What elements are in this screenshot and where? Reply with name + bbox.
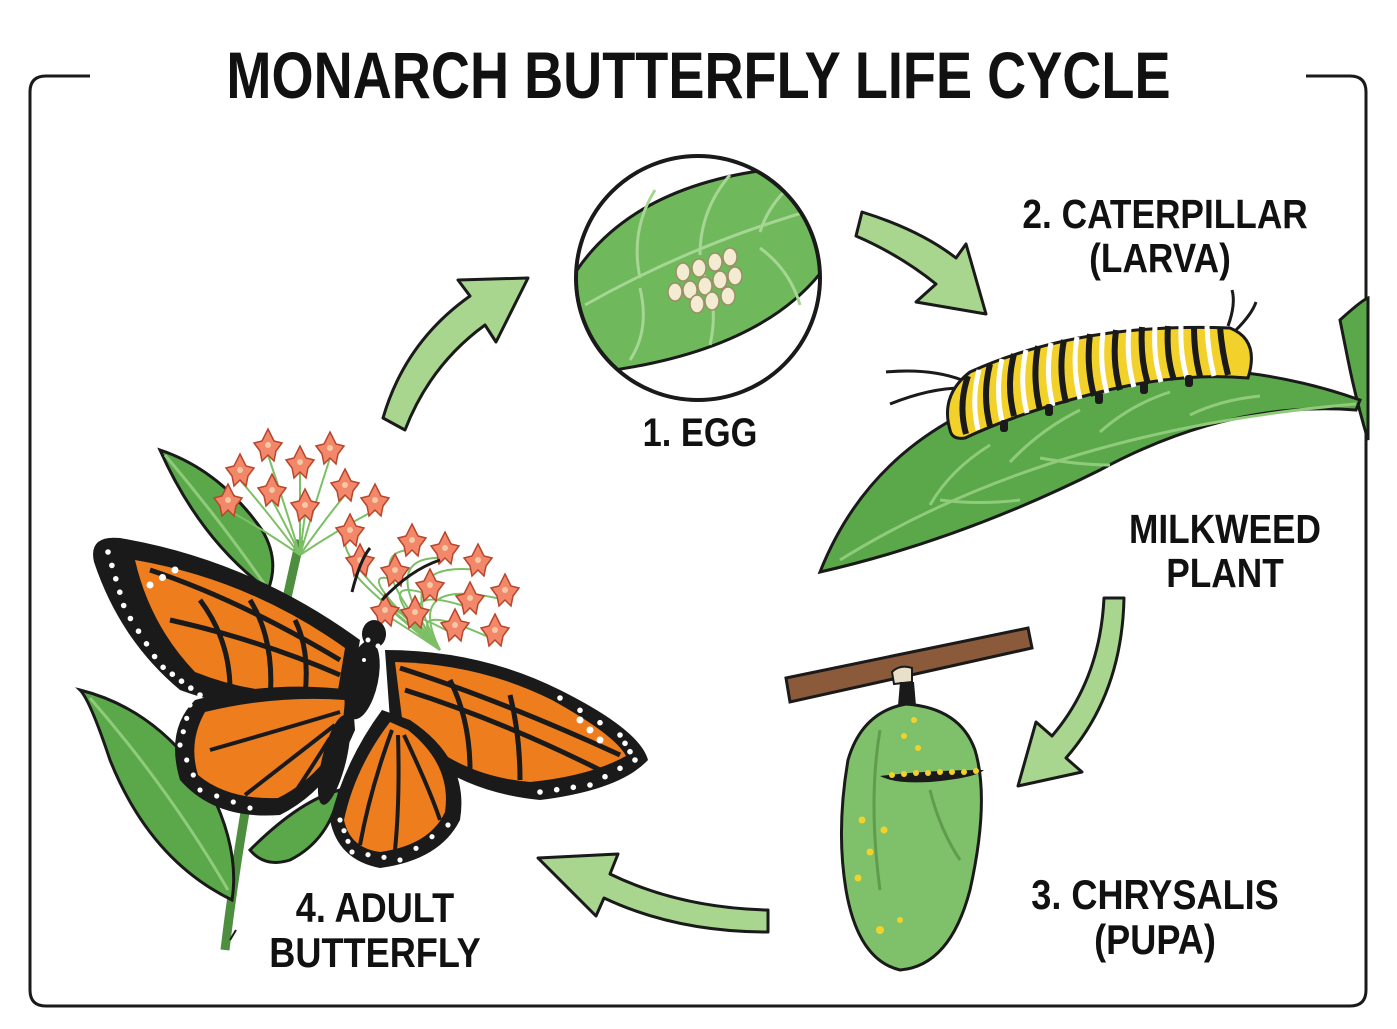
milkweed-stem-right (1340, 298, 1368, 440)
diagram-title: MONARCH BUTTERFLY LIFE CYCLE (126, 40, 1272, 111)
chrysalis-label-line2: (PUPA) (1022, 917, 1289, 962)
chrysalis (841, 704, 981, 970)
caterpillar-label-line1: 2. CATERPILLAR (1022, 192, 1297, 236)
egg-label-text: 1. EGG (643, 411, 758, 455)
arrow-egg-to-caterpillar (856, 212, 986, 314)
arrow-adult-to-egg (383, 278, 528, 430)
adult-label-line2: BUTTERFLY (250, 930, 499, 975)
caterpillar-label-line2: (LARVA) (1022, 236, 1297, 280)
adult-label-line1: 4. ADULT (250, 885, 499, 930)
chrysalis-stage-illustration (786, 628, 1032, 970)
arrow-plant-to-chrysalis (1018, 598, 1124, 786)
milkweed-plant-label: MILKWEED PLANT (1109, 507, 1341, 596)
chrysalis-label-line1: 3. CHRYSALIS (1022, 872, 1289, 917)
adult-stage-label: 4. ADULT BUTTERFLY (250, 885, 499, 976)
butterfly-forewing-left (93, 538, 360, 708)
arrow-chrysalis-to-adult (538, 854, 768, 932)
caterpillar-stage-label: 2. CATERPILLAR (LARVA) (1022, 192, 1297, 281)
egg-stage-illustration (560, 156, 830, 400)
chrysalis-stage-label: 3. CHRYSALIS (PUPA) (1022, 872, 1289, 963)
plant-label-line1: MILKWEED (1109, 507, 1341, 551)
egg-stage-label: 1. EGG (580, 412, 821, 455)
plant-label-line2: PLANT (1109, 551, 1341, 595)
